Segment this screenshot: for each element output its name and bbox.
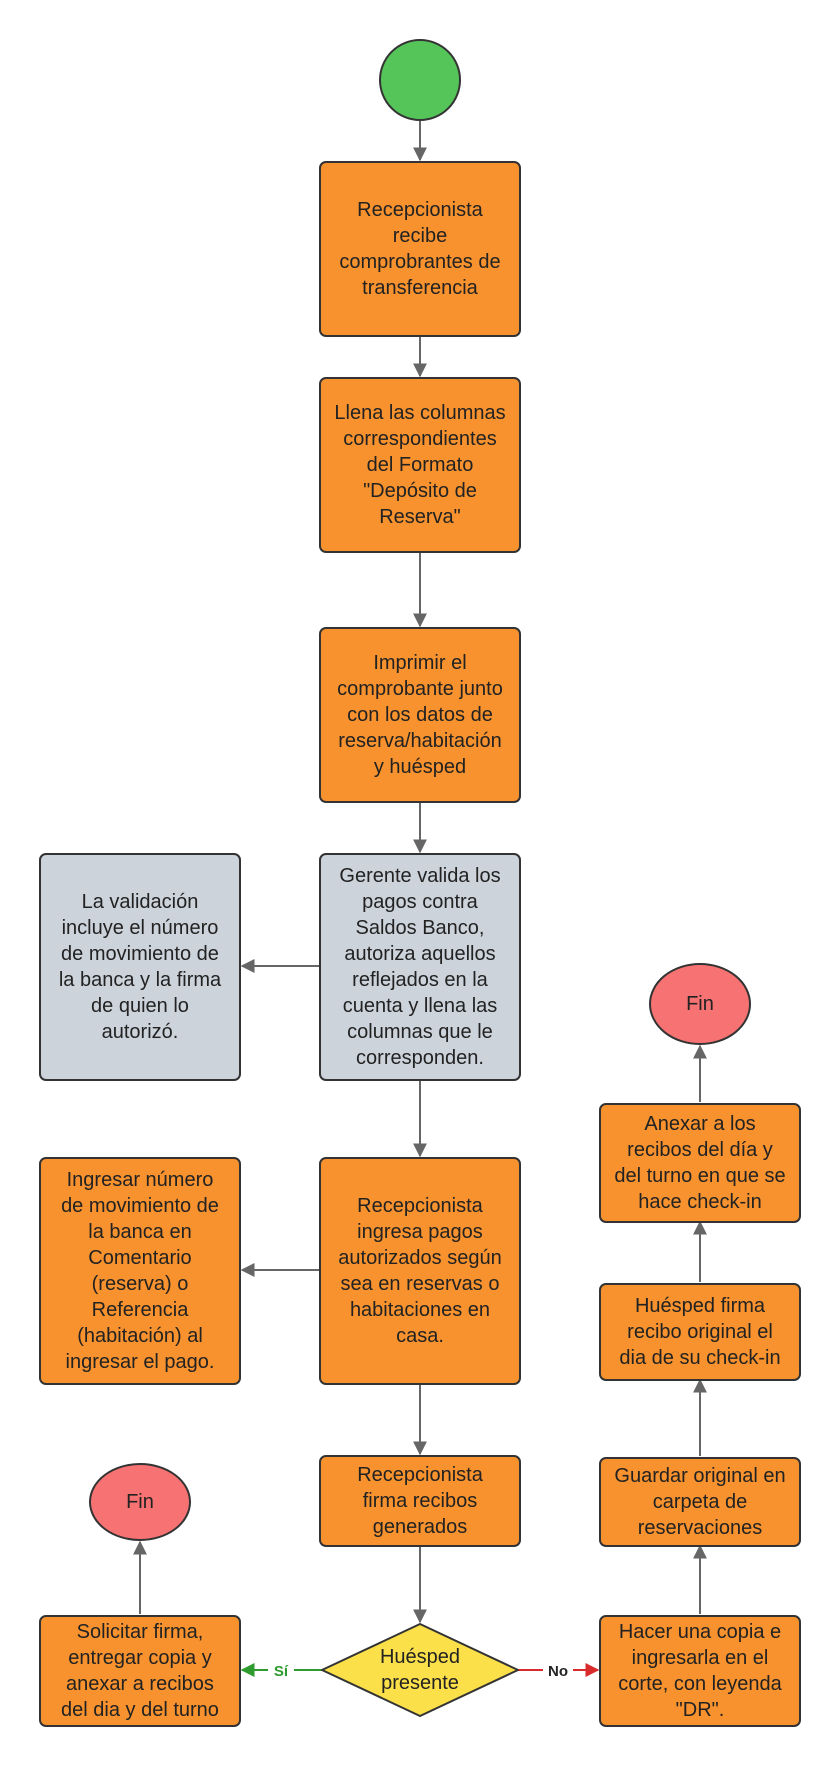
node-copia — [599, 1615, 801, 1727]
yes-label-bg — [268, 1660, 294, 1680]
no-label: No — [548, 1663, 568, 1680]
text-huesped-firma: Huésped firma recibo original el dia de … — [619, 1295, 781, 1369]
node-firma — [319, 1455, 521, 1547]
node-gerente — [319, 853, 521, 1081]
yes-label: Sí — [274, 1663, 289, 1680]
node-fin-left — [89, 1463, 191, 1541]
node-imprimir — [319, 627, 521, 803]
text-copia: Hacer una copia e ingresarla en el corte… — [618, 1621, 782, 1721]
text-fin-left: Fin — [126, 1491, 154, 1513]
text-fin-right: Fin — [686, 993, 714, 1015]
node-fin-right — [649, 963, 751, 1045]
text-ingresar: Ingresar número de movimiento de la banc… — [61, 1169, 219, 1373]
no-label-bg — [543, 1660, 573, 1680]
node-decision — [321, 1623, 519, 1717]
node-guardar — [599, 1457, 801, 1547]
node-anexar — [599, 1103, 801, 1223]
text-imprimir: Imprimir el comprobante junto con los da… — [337, 652, 503, 778]
text-firma: Recepcionista firma recibos generados — [357, 1464, 483, 1538]
node-ingresar — [39, 1157, 241, 1385]
text-ingresa: Recepcionista ingresa pagos autorizados … — [338, 1195, 502, 1347]
start-node — [379, 39, 461, 121]
text-decision: Huésped presente — [379, 1646, 461, 1694]
text-guardar: Guardar original en carpeta de reservaci… — [614, 1465, 786, 1539]
text-recibe: Recepcionista recibe comprobrantes de tr… — [339, 199, 501, 299]
node-solicitar — [39, 1615, 241, 1727]
text-gerente: Gerente valida los pagos contra Saldos B… — [339, 865, 501, 1069]
node-ingresa — [319, 1157, 521, 1385]
node-llena — [319, 377, 521, 553]
text-validacion: La validación incluye el número de movim… — [58, 891, 222, 1043]
text-anexar: Anexar a los recibos del día y del turno… — [614, 1113, 786, 1213]
text-llena: Llena las columnas correspondientes del … — [334, 402, 506, 528]
node-recibe — [319, 161, 521, 337]
text-solicitar: Solicitar firma, entregar copia y anexar… — [61, 1621, 219, 1721]
node-validacion — [39, 853, 241, 1081]
node-huesped-firma — [599, 1283, 801, 1381]
